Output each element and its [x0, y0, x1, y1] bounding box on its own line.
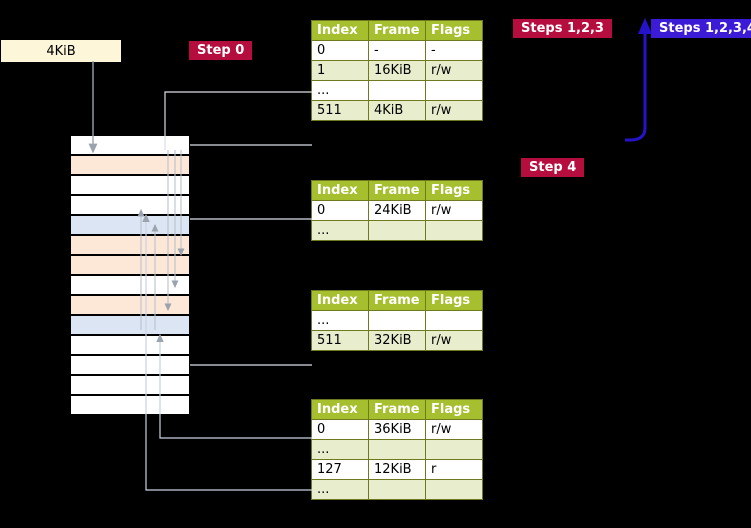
- table-cell: r/w: [425, 419, 483, 440]
- table-cell: [425, 310, 483, 331]
- column-header-frame: Frame: [368, 180, 426, 201]
- table-cell: 127: [311, 459, 369, 480]
- memory-frame-row: [70, 375, 190, 395]
- table-cell: ...: [311, 220, 369, 241]
- table-cell: 36KiB: [368, 419, 426, 440]
- table-row: ...: [311, 439, 483, 460]
- table-cell: [425, 479, 483, 500]
- table-cell: 0: [311, 200, 369, 221]
- table-row: ...: [311, 310, 483, 331]
- column-header-index: Index: [311, 399, 369, 420]
- memory-frame-row: [70, 335, 190, 355]
- table-row: ...: [311, 479, 483, 500]
- table-cell: r/w: [425, 330, 483, 351]
- memory-frame-row: [70, 395, 190, 415]
- table-cell: -: [368, 40, 426, 61]
- memory-frame-row: [70, 175, 190, 195]
- memory-frame-row: [70, 255, 190, 275]
- column-header-index: Index: [311, 180, 369, 201]
- table-cell: 511: [311, 100, 369, 121]
- memory-frame-row: [70, 235, 190, 255]
- steps-123-label: Steps 1,2,3: [513, 19, 612, 38]
- steps-1234-label: Steps 1,2,3,4: [651, 19, 751, 38]
- table-cell: [368, 80, 426, 101]
- memory-frame-row: [70, 155, 190, 175]
- table-cell: -: [425, 40, 483, 61]
- memory-frame-row: [70, 275, 190, 295]
- table-cell: [425, 80, 483, 101]
- table-row: 0--: [311, 40, 483, 61]
- table-cell: [368, 310, 426, 331]
- column-header-index: Index: [311, 290, 369, 311]
- memory-frame-row: [70, 135, 190, 155]
- table-cell: [368, 439, 426, 460]
- table-cell: r/w: [425, 100, 483, 121]
- table-cell: 12KiB: [368, 459, 426, 480]
- table-cell: 4KiB: [368, 100, 426, 121]
- column-header-frame: Frame: [368, 290, 426, 311]
- table-cell: 511: [311, 330, 369, 351]
- memory-frame-row: [70, 295, 190, 315]
- column-header-flags: Flags: [425, 180, 483, 201]
- table-cell: [368, 220, 426, 241]
- memory-frame-row: [70, 315, 190, 335]
- table-row: ...: [311, 80, 483, 101]
- table-cell: ...: [311, 479, 369, 500]
- table-row: ...: [311, 220, 483, 241]
- table-cell: ...: [311, 310, 369, 331]
- memory-frame-row: [70, 355, 190, 375]
- table-cell: ...: [311, 439, 369, 460]
- table-cell: 16KiB: [368, 60, 426, 81]
- column-header-frame: Frame: [368, 399, 426, 420]
- table-cell: [425, 220, 483, 241]
- blue-bracket-arrow: [625, 18, 652, 142]
- physical-memory-column: [70, 135, 190, 415]
- memory-frame-row: [70, 215, 190, 235]
- table-cell: 24KiB: [368, 200, 426, 221]
- table-cell: [425, 439, 483, 460]
- step-0-label: Step 0: [189, 41, 253, 60]
- table-cell: ...: [311, 80, 369, 101]
- column-header-flags: Flags: [425, 399, 483, 420]
- column-header-frame: Frame: [368, 20, 426, 41]
- column-header-index: Index: [311, 20, 369, 41]
- table-cell: 0: [311, 419, 369, 440]
- table-cell: r/w: [425, 60, 483, 81]
- table-cell: r/w: [425, 200, 483, 221]
- column-header-flags: Flags: [425, 20, 483, 41]
- memory-size-text: 4KiB: [46, 43, 76, 59]
- table-cell: [368, 479, 426, 500]
- step-4-label: Step 4: [521, 158, 585, 177]
- table-cell: 1: [311, 60, 369, 81]
- memory-frame-row: [70, 195, 190, 215]
- column-header-flags: Flags: [425, 290, 483, 311]
- table-cell: r: [425, 459, 483, 480]
- memory-size-label: 4KiB: [0, 39, 122, 63]
- table-cell: 0: [311, 40, 369, 61]
- table-cell: 32KiB: [368, 330, 426, 351]
